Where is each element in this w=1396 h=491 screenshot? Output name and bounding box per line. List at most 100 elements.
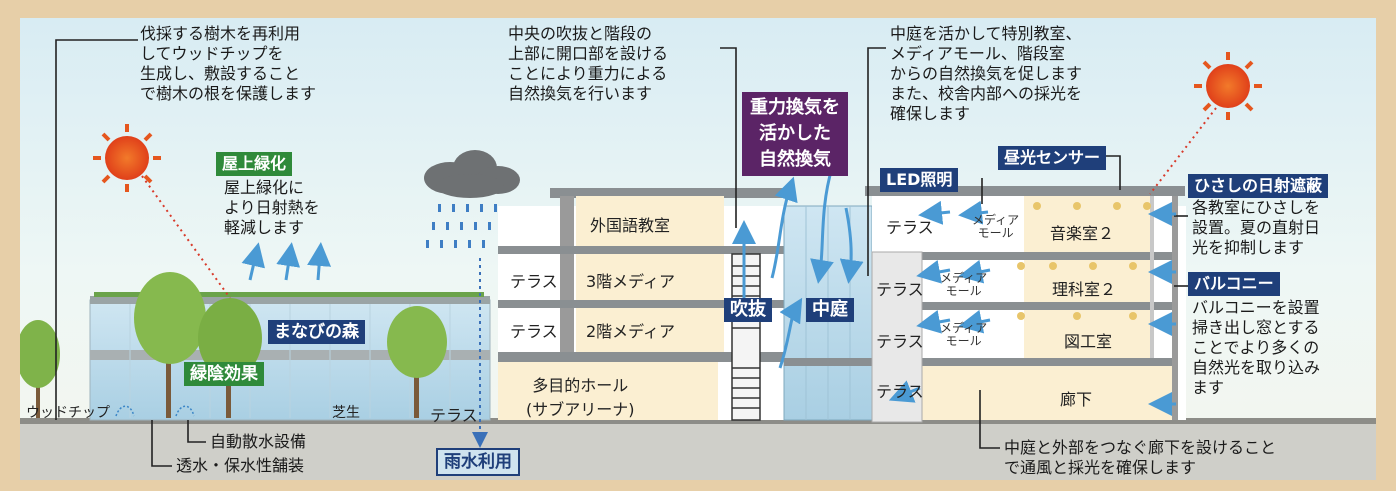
courtyard-slab	[784, 358, 872, 366]
trees	[20, 272, 447, 418]
courtyard-note: 中庭を活かして特別教室、 メディアモール、階段室 からの自然換気を促します また…	[890, 24, 1082, 124]
ground	[20, 422, 1376, 480]
room-media3-bg	[576, 254, 724, 300]
room-multipurpose-hall: 多目的ホール (サブアリーナ)	[526, 372, 635, 420]
eaves-shading-badge: ひさしの日射遮蔽	[1188, 174, 1329, 198]
forest-badge: まなびの森	[268, 320, 365, 344]
courtyard-badge: 中庭	[806, 298, 854, 322]
badge-line: 重力換気を	[750, 97, 840, 118]
note-line: 屋上緑化に	[224, 178, 305, 197]
room-line: メディア	[972, 213, 1020, 227]
media-mall-1f: メディア モール	[940, 322, 987, 348]
room-line: メディア	[940, 271, 988, 285]
note-line: 上部に開口部を設ける	[508, 44, 669, 63]
auto-sprinkler-label: 自動散水設備	[210, 432, 307, 451]
room-foreign-bg	[576, 196, 724, 246]
room-terrace-east-1f: テラス	[876, 332, 924, 351]
room-terrace-ground: テラス	[430, 406, 478, 425]
music-room-bg	[1024, 196, 1154, 252]
note-line: からの自然換気を促します	[890, 64, 1083, 83]
led-lighting-badge: LED照明	[880, 168, 959, 192]
sun-ray-right	[1149, 107, 1217, 195]
room-line: モール	[945, 334, 982, 348]
rain-cloud	[424, 150, 520, 198]
room-terrace-3f: テラス	[510, 272, 558, 291]
ground-line	[20, 418, 1376, 424]
room-terrace-east-3f: テラス	[886, 218, 934, 237]
east-slab-3f	[872, 252, 1176, 260]
wood-chip-label: ウッドチップ	[26, 405, 110, 421]
note-line: 各教室にひさしを	[1192, 198, 1321, 217]
note-line: 掃き出し窓とする	[1192, 318, 1320, 337]
note-line: また、校舎内部への採光を	[890, 84, 1083, 103]
permeable-paving-label: 透水・保水性舗装	[176, 456, 305, 475]
rain-drops	[426, 204, 497, 248]
room-hall-bg	[498, 362, 718, 420]
note-line: より日射熱を	[224, 198, 320, 217]
note-line: 設置。夏の直射日	[1192, 218, 1321, 237]
room-line: モール	[977, 226, 1014, 240]
slab-1f	[498, 352, 784, 362]
note-line: 確保します	[890, 104, 971, 123]
east-slab-1f	[872, 358, 1176, 366]
atrium-badge: 吹抜	[724, 298, 772, 322]
sun-left	[93, 124, 161, 192]
roof-slab-west	[550, 188, 784, 198]
sun-ray-left	[141, 175, 231, 299]
shade-effect-badge: 緑陰効果	[184, 362, 264, 386]
leader-lines	[55, 39, 1188, 467]
balcony-badge: バルコニー	[1188, 272, 1280, 296]
green-roof-slab	[90, 296, 490, 304]
eaves-note: 各教室にひさしを 設置。夏の直射日 光を抑制します	[1192, 198, 1320, 258]
building-section-drawing	[20, 39, 1376, 480]
east-slab-2f	[872, 302, 1176, 310]
sprinkler-spray	[115, 405, 195, 417]
corridor-bg	[920, 366, 1176, 420]
room-terrace-east-2f: テラス	[876, 280, 924, 299]
note-line: してウッドチップを	[140, 44, 284, 63]
note-line: で通風と採光を確保します	[1004, 458, 1197, 477]
roof-slab-east	[865, 186, 1185, 196]
room-terrace-2f: テラス	[510, 322, 558, 341]
airflow-arrows	[241, 167, 1176, 416]
east-wall	[1172, 196, 1178, 420]
lawn-label: 芝生	[332, 405, 360, 421]
roof-green-badge: 屋上緑化	[216, 152, 293, 176]
slab-3f	[498, 246, 784, 254]
room-media-3f: 3階メディア	[586, 272, 676, 291]
staircase	[731, 253, 761, 421]
balcony-note: バルコニーを設置 掃き出し窓とする ことでより多くの 自然光を取り込み ます	[1192, 298, 1320, 398]
gravity-ventilation-badge: 重力換気を 活かした 自然換気	[742, 92, 848, 176]
diagram-panel: 伐採する樹木を再利用 してウッドチップを 生成し、敷設すること で樹木の根を保護…	[20, 18, 1376, 480]
roof-green-note: 屋上緑化に より日射熱を 軽減します	[224, 178, 320, 238]
badge-line: 活かした	[759, 123, 831, 144]
room-foreign-language: 外国語教室	[590, 216, 671, 235]
media-mall-2f: メディア モール	[940, 272, 987, 298]
room-art: 図工室	[1064, 332, 1113, 351]
green-roof-plants	[94, 292, 484, 297]
note-line: 中庭と外部をつなぐ廊下を設けること	[1004, 438, 1277, 457]
note-line: 自然換気を行います	[508, 84, 653, 103]
badge-line: 自然換気	[759, 149, 831, 170]
light-fixtures	[1017, 202, 1151, 320]
room-line: モール	[945, 284, 982, 298]
daylight-sensor-badge: 昼光センサー	[998, 146, 1107, 170]
note-line: 光を抑制します	[1192, 238, 1305, 257]
note-line: 中央の吹抜と階段の	[508, 24, 653, 43]
note-line: 伐採する樹木を再利用	[140, 24, 301, 43]
rainwater-badge: 雨水利用	[436, 448, 520, 476]
room-science: 理科室２	[1052, 280, 1117, 299]
note-line: 自然光を取り込み	[1192, 358, 1321, 377]
room-terrace-courtyard: テラス	[876, 382, 924, 401]
room-line: 多目的ホール	[532, 376, 629, 395]
note-line: で樹木の根を保護します	[140, 84, 317, 103]
note-line: 中庭を活かして特別教室、	[890, 24, 1082, 43]
room-line: メディア	[940, 321, 988, 335]
room-corridor: 廊下	[1060, 390, 1093, 409]
note-line: 軽減します	[224, 218, 305, 237]
room-line: (サブアリーナ)	[526, 400, 635, 419]
sun-right	[1194, 52, 1262, 120]
corridor-note: 中庭と外部をつなぐ廊下を設けること で通風と採光を確保します	[1004, 438, 1276, 478]
note-line: ことにより重力による	[508, 64, 668, 83]
